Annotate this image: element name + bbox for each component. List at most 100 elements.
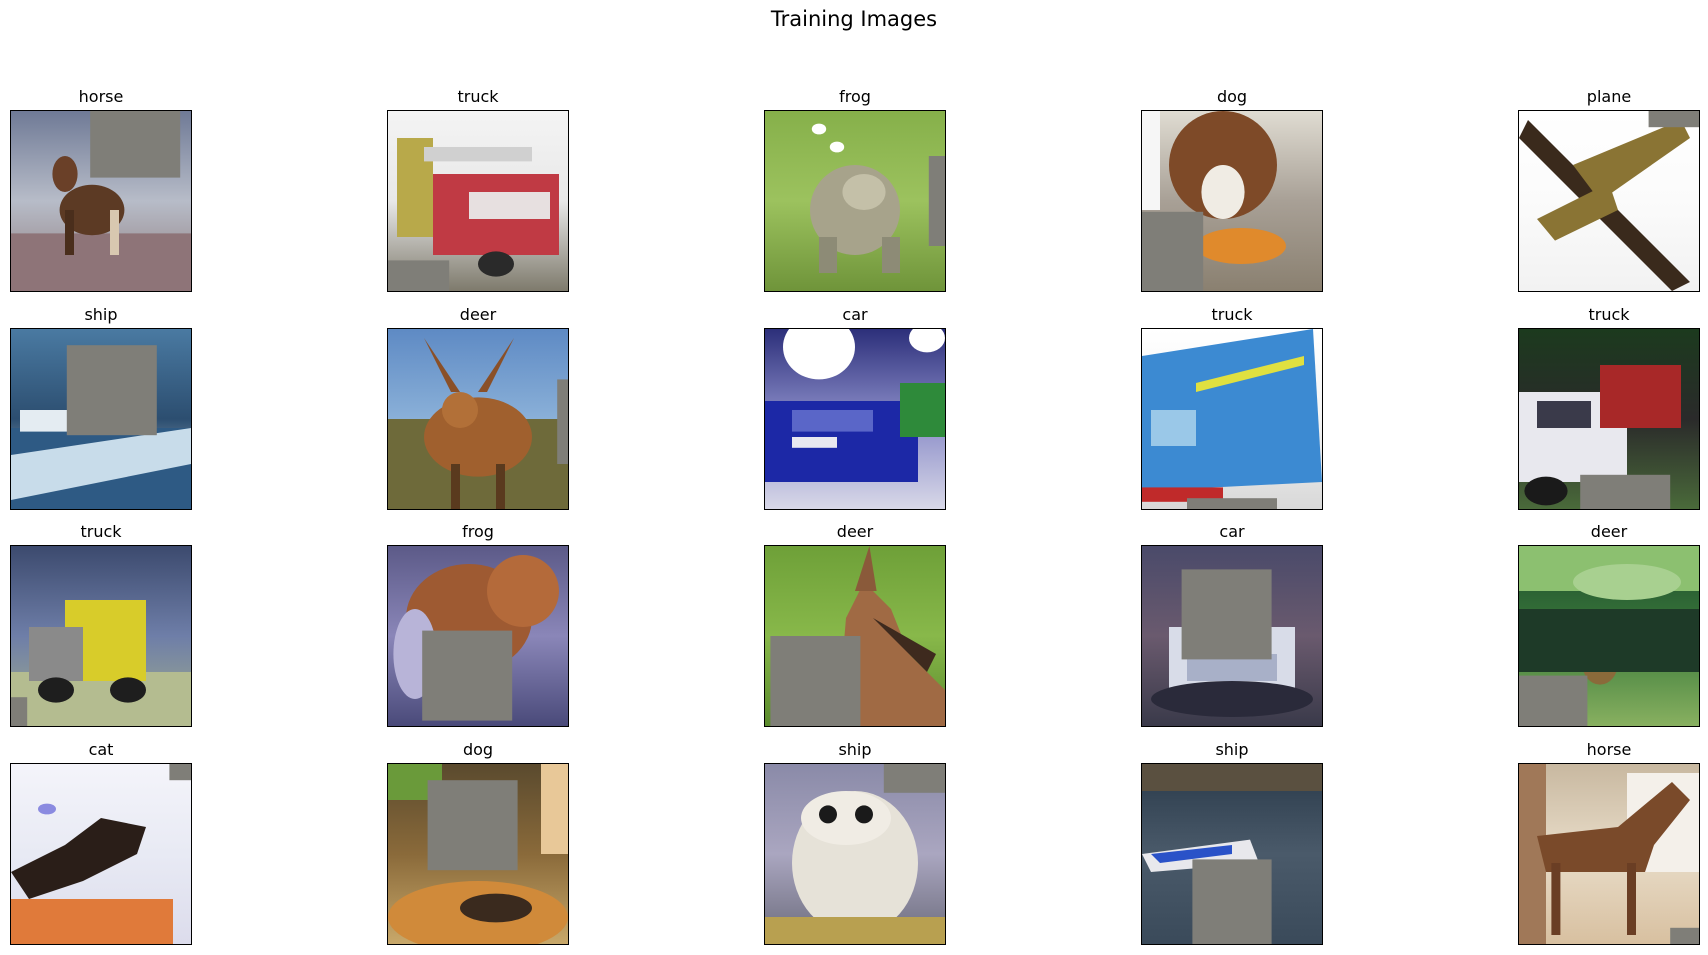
training-image <box>1141 328 1323 510</box>
cutout-patch <box>90 111 181 178</box>
image-panel: truck <box>1518 305 1700 513</box>
image-pixels <box>1142 111 1322 291</box>
image-panel: deer <box>1518 522 1700 730</box>
cutout-patch <box>1187 498 1277 509</box>
training-image <box>1141 763 1323 945</box>
panel-label: truck <box>1588 305 1630 324</box>
panel-label: car <box>842 305 868 324</box>
training-image <box>10 763 192 945</box>
cutout-patch <box>66 345 157 436</box>
image-pixels <box>11 329 191 509</box>
panel-label: horse <box>78 87 124 106</box>
image-panel: dog <box>1141 87 1323 295</box>
image-panel: frog <box>387 522 569 730</box>
panel-label: car <box>1219 522 1245 541</box>
panel-label: frog <box>839 87 871 106</box>
panel-label: ship <box>1215 740 1249 759</box>
image-panel: truck <box>387 87 569 295</box>
training-image <box>1518 328 1700 510</box>
cutout-patch <box>1519 675 1588 726</box>
panel-label: deer <box>1590 522 1628 541</box>
cutout-patch <box>1181 569 1272 660</box>
training-image <box>764 110 946 292</box>
cutout-patch <box>169 764 191 781</box>
panel-label: horse <box>1586 740 1632 759</box>
image-pixels <box>1519 329 1699 509</box>
image-pixels <box>11 764 191 944</box>
image-panel: car <box>764 305 946 513</box>
panel-label: plane <box>1586 87 1632 106</box>
image-pixels <box>388 329 568 509</box>
image-panel: ship <box>10 305 192 513</box>
training-image <box>764 763 946 945</box>
image-panel: dog <box>387 740 569 948</box>
panel-label: ship <box>84 305 118 324</box>
cutout-patch <box>388 260 450 291</box>
image-panel: horse <box>10 87 192 295</box>
image-pixels <box>765 546 945 726</box>
image-pixels <box>1519 764 1699 944</box>
training-image <box>387 545 569 727</box>
image-pixels <box>388 546 568 726</box>
training-image <box>387 110 569 292</box>
cutout-patch <box>770 636 861 726</box>
cutout-patch <box>883 764 945 793</box>
training-image <box>10 110 192 292</box>
image-panel: horse <box>1518 740 1700 948</box>
training-image <box>387 763 569 945</box>
training-image <box>1518 110 1700 292</box>
cutout-patch <box>1670 927 1699 944</box>
image-panel: deer <box>387 305 569 513</box>
image-panel: ship <box>764 740 946 948</box>
image-pixels <box>765 764 945 944</box>
image-pixels <box>1142 546 1322 726</box>
training-image <box>10 545 192 727</box>
panel-label: frog <box>462 522 494 541</box>
cutout-patch <box>1648 111 1699 128</box>
panel-label: dog <box>1216 87 1248 106</box>
image-pixels <box>1519 546 1699 726</box>
image-pixels <box>1519 111 1699 291</box>
cutout-patch <box>427 780 518 871</box>
training-image <box>764 545 946 727</box>
image-pixels <box>388 111 568 291</box>
panel-label: truck <box>1211 305 1253 324</box>
image-panel: deer <box>764 522 946 730</box>
cutout-patch <box>1142 211 1204 291</box>
training-image <box>1141 110 1323 292</box>
panel-label: truck <box>80 522 122 541</box>
image-panel: truck <box>10 522 192 730</box>
panel-label: deer <box>836 522 874 541</box>
image-panel: car <box>1141 522 1323 730</box>
image-pixels <box>388 764 568 944</box>
image-pixels <box>765 329 945 509</box>
cutout-patch <box>1580 474 1671 509</box>
training-image <box>10 328 192 510</box>
image-pixels <box>11 546 191 726</box>
image-pixels <box>765 111 945 291</box>
panel-label: truck <box>457 87 499 106</box>
panel-label: deer <box>459 305 497 324</box>
figure-title: Training Images <box>770 7 938 31</box>
cutout-patch <box>11 697 28 726</box>
training-image <box>1141 545 1323 727</box>
image-pixels <box>1142 764 1322 944</box>
image-pixels <box>1142 329 1322 509</box>
image-panel: truck <box>1141 305 1323 513</box>
panel-label: dog <box>462 740 494 759</box>
cutout-patch <box>928 156 945 246</box>
image-panel: plane <box>1518 87 1700 295</box>
image-panel: ship <box>1141 740 1323 948</box>
image-panel: frog <box>764 87 946 295</box>
cutout-patch <box>557 379 568 464</box>
panel-label: ship <box>838 740 872 759</box>
panel-label: cat <box>88 740 114 759</box>
cutout-patch <box>422 630 513 721</box>
cutout-patch <box>1192 859 1272 944</box>
training-image <box>1518 763 1700 945</box>
image-panel: cat <box>10 740 192 948</box>
image-pixels <box>11 111 191 291</box>
training-image <box>764 328 946 510</box>
training-image <box>387 328 569 510</box>
training-image <box>1518 545 1700 727</box>
